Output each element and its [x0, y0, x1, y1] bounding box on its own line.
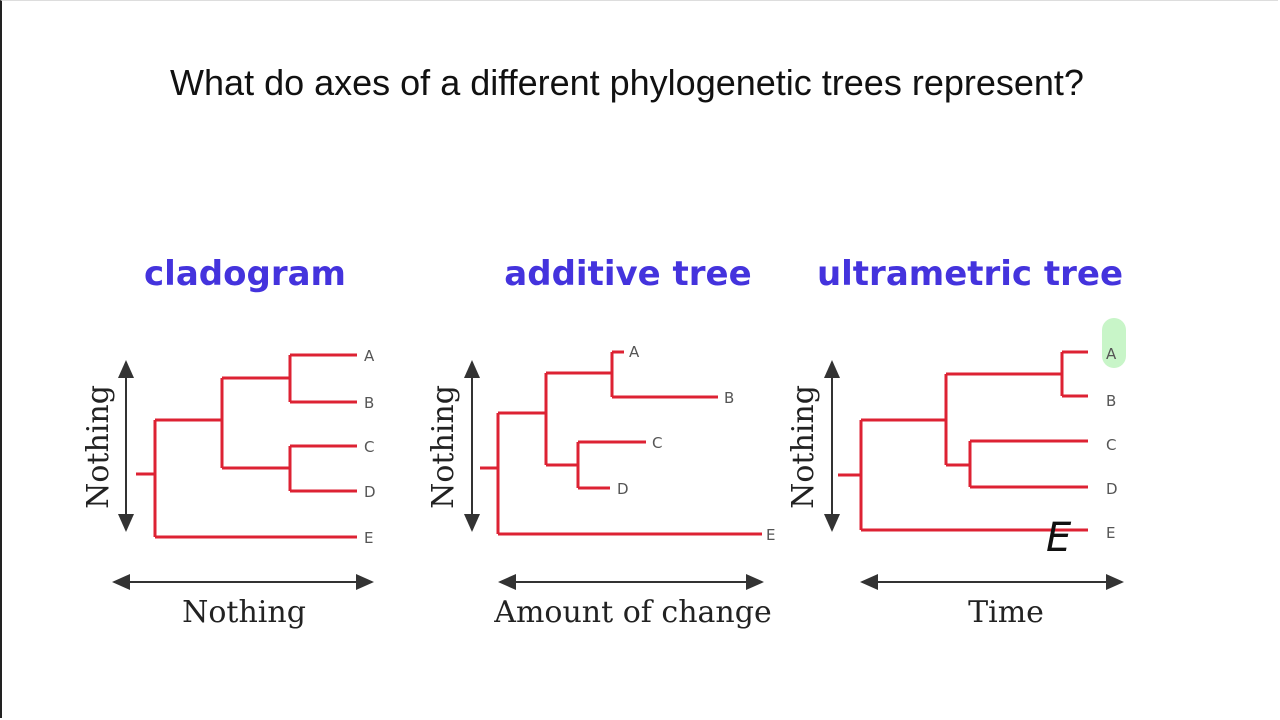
leaf-label: C [1106, 436, 1116, 454]
x-axis-label: Time [968, 595, 1044, 630]
leaf-label: C [364, 438, 374, 456]
x-axis-label: Nothing [182, 595, 306, 630]
tree-branches [480, 350, 762, 536]
leaf-label: C [652, 434, 662, 452]
leaf-label: B [1106, 392, 1116, 410]
leaf-label: D [364, 483, 376, 501]
leaf-label: B [364, 394, 374, 412]
leaf-label: A [629, 343, 640, 361]
y-axis-label: Nothing [786, 385, 821, 509]
additive-tree-panel: additive tree Nothing A B C D E Amount o… [426, 254, 775, 630]
cladogram-panel: cladogram Nothing A B C D E Nothing [81, 254, 376, 630]
ultrametric-tree-panel: ultrametric tree Nothing A B C D E E [786, 254, 1126, 630]
handwritten-annotation: E [1046, 515, 1072, 561]
tree-title: ultrametric tree [817, 254, 1123, 294]
leaf-label: E [364, 529, 373, 547]
slide-question: What do axes of a different phylogenetic… [170, 62, 1084, 103]
leaf-label: E [766, 526, 775, 544]
y-axis-label: Nothing [81, 385, 116, 509]
tree-title: cladogram [144, 254, 346, 294]
tree-branches [838, 350, 1088, 532]
leaf-label: D [1106, 480, 1118, 498]
tree-title: additive tree [504, 254, 751, 294]
x-axis-label: Amount of change [493, 595, 771, 630]
y-axis-label: Nothing [426, 385, 461, 509]
highlight-mark [1102, 318, 1126, 368]
leaf-label: B [724, 389, 734, 407]
leaf-label: D [617, 480, 629, 498]
tree-branches [136, 353, 357, 539]
leaf-label: A [1106, 345, 1117, 363]
leaf-label: E [1106, 524, 1115, 542]
leaf-label: A [364, 347, 375, 365]
